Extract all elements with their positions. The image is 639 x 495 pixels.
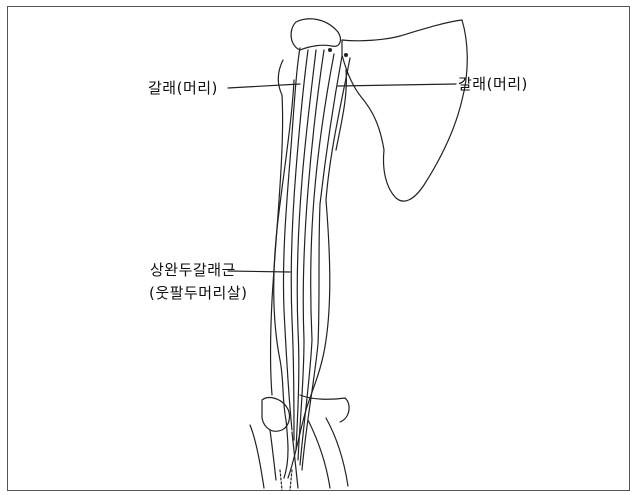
label-muscle-alt-name: (웃팔두머리살) [149,284,248,302]
attachment-mark [328,48,332,52]
forearm-lower [250,425,264,488]
scapula-outline [342,20,467,201]
ulna-outline [308,418,348,488]
leader-line-muscle [228,271,290,272]
leader-line-right-head [338,84,456,86]
label-head-right: 갈래(머리) [458,75,528,93]
leader-line-left-head [228,84,300,88]
attachment-mark [344,53,348,57]
label-head-left: 갈래(머리) [148,79,218,97]
coracoid-outline [291,19,340,50]
label-muscle-name: 상완두갈래근 [150,261,236,279]
